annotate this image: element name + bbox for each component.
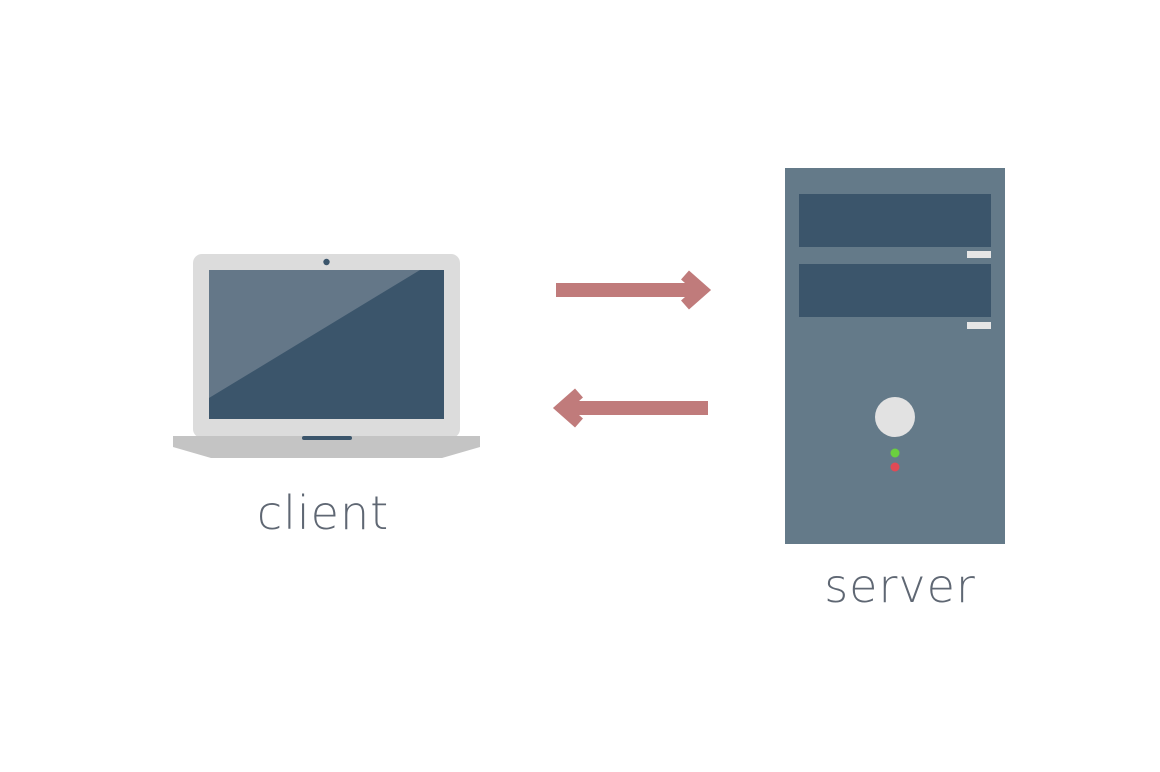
server-drive-slot-1 bbox=[967, 251, 991, 258]
server-drive-bay-2 bbox=[799, 264, 991, 317]
server-drive-slot-2 bbox=[967, 322, 991, 329]
arrow-right-icon bbox=[556, 270, 712, 310]
server-led-green bbox=[890, 448, 900, 458]
laptop-camera bbox=[323, 258, 330, 266]
server-drive-bay-1 bbox=[799, 194, 991, 247]
server-tower-icon bbox=[785, 168, 1005, 544]
server-power-button bbox=[875, 397, 915, 437]
laptop-base bbox=[173, 436, 480, 458]
laptop-notch bbox=[302, 436, 352, 440]
arrow-left-icon bbox=[552, 388, 708, 428]
client-label: client bbox=[256, 486, 390, 540]
laptop-icon bbox=[173, 254, 480, 458]
server-led-red bbox=[890, 462, 900, 472]
server-label: server bbox=[824, 559, 976, 613]
laptop-screen-glare bbox=[209, 270, 420, 398]
